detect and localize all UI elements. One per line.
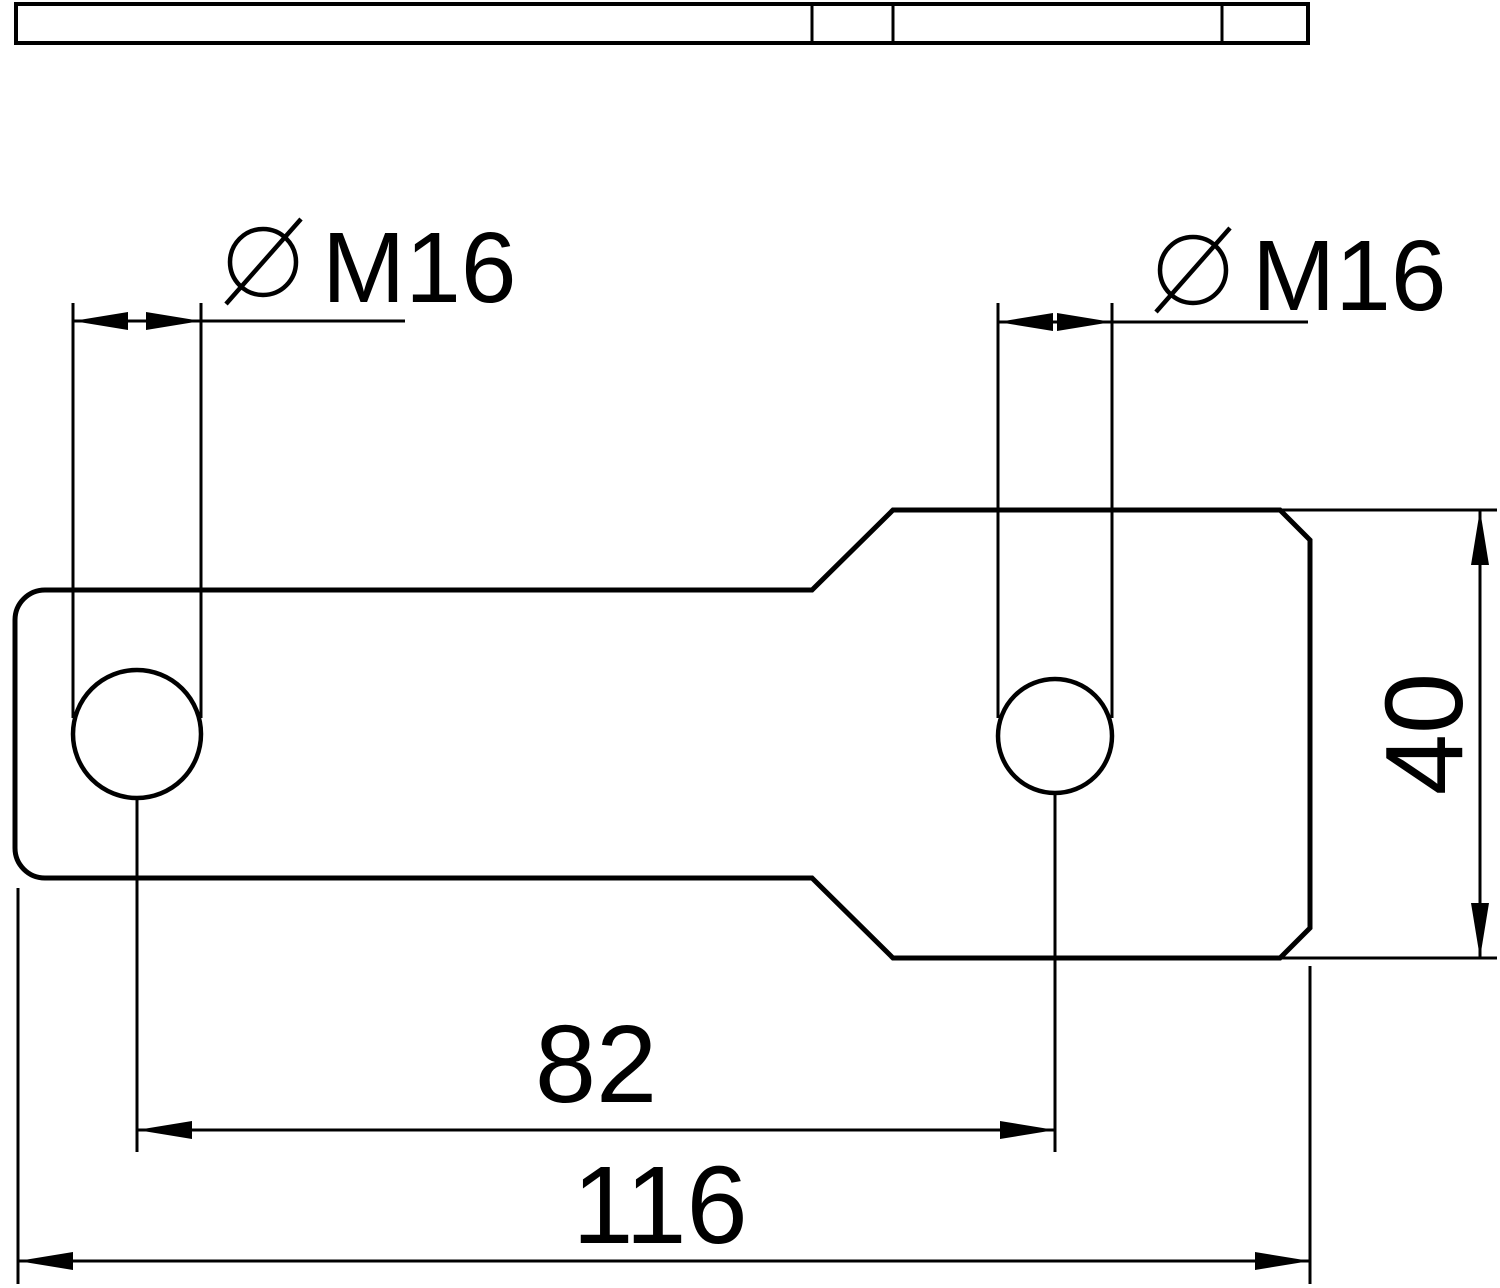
front-view (12, 507, 1313, 961)
dim-right-hole: M16 (996, 220, 1447, 718)
hole-right (995, 676, 1115, 796)
dim-spacing-82: 82 (135, 795, 1057, 1152)
edge-view-outline (14, 2, 1310, 45)
edge-view (14, 2, 1310, 45)
dim-text-overall: 116 (572, 1144, 747, 1267)
dim-overall-116: 116 (16, 888, 1312, 1284)
dim-text-spacing: 82 (535, 1003, 657, 1126)
diameter-symbol-icon (1154, 226, 1232, 314)
dim-left-hole: M16 (71, 212, 517, 718)
dim-text-right-hole: M16 (1252, 220, 1447, 332)
part-outline (12, 507, 1313, 961)
hole-left (70, 667, 204, 801)
dim-text-left-hole: M16 (322, 212, 517, 324)
dim-height-40: 40 (1250, 508, 1497, 960)
diameter-symbol-icon (224, 217, 303, 306)
dim-text-height: 40 (1363, 673, 1486, 795)
